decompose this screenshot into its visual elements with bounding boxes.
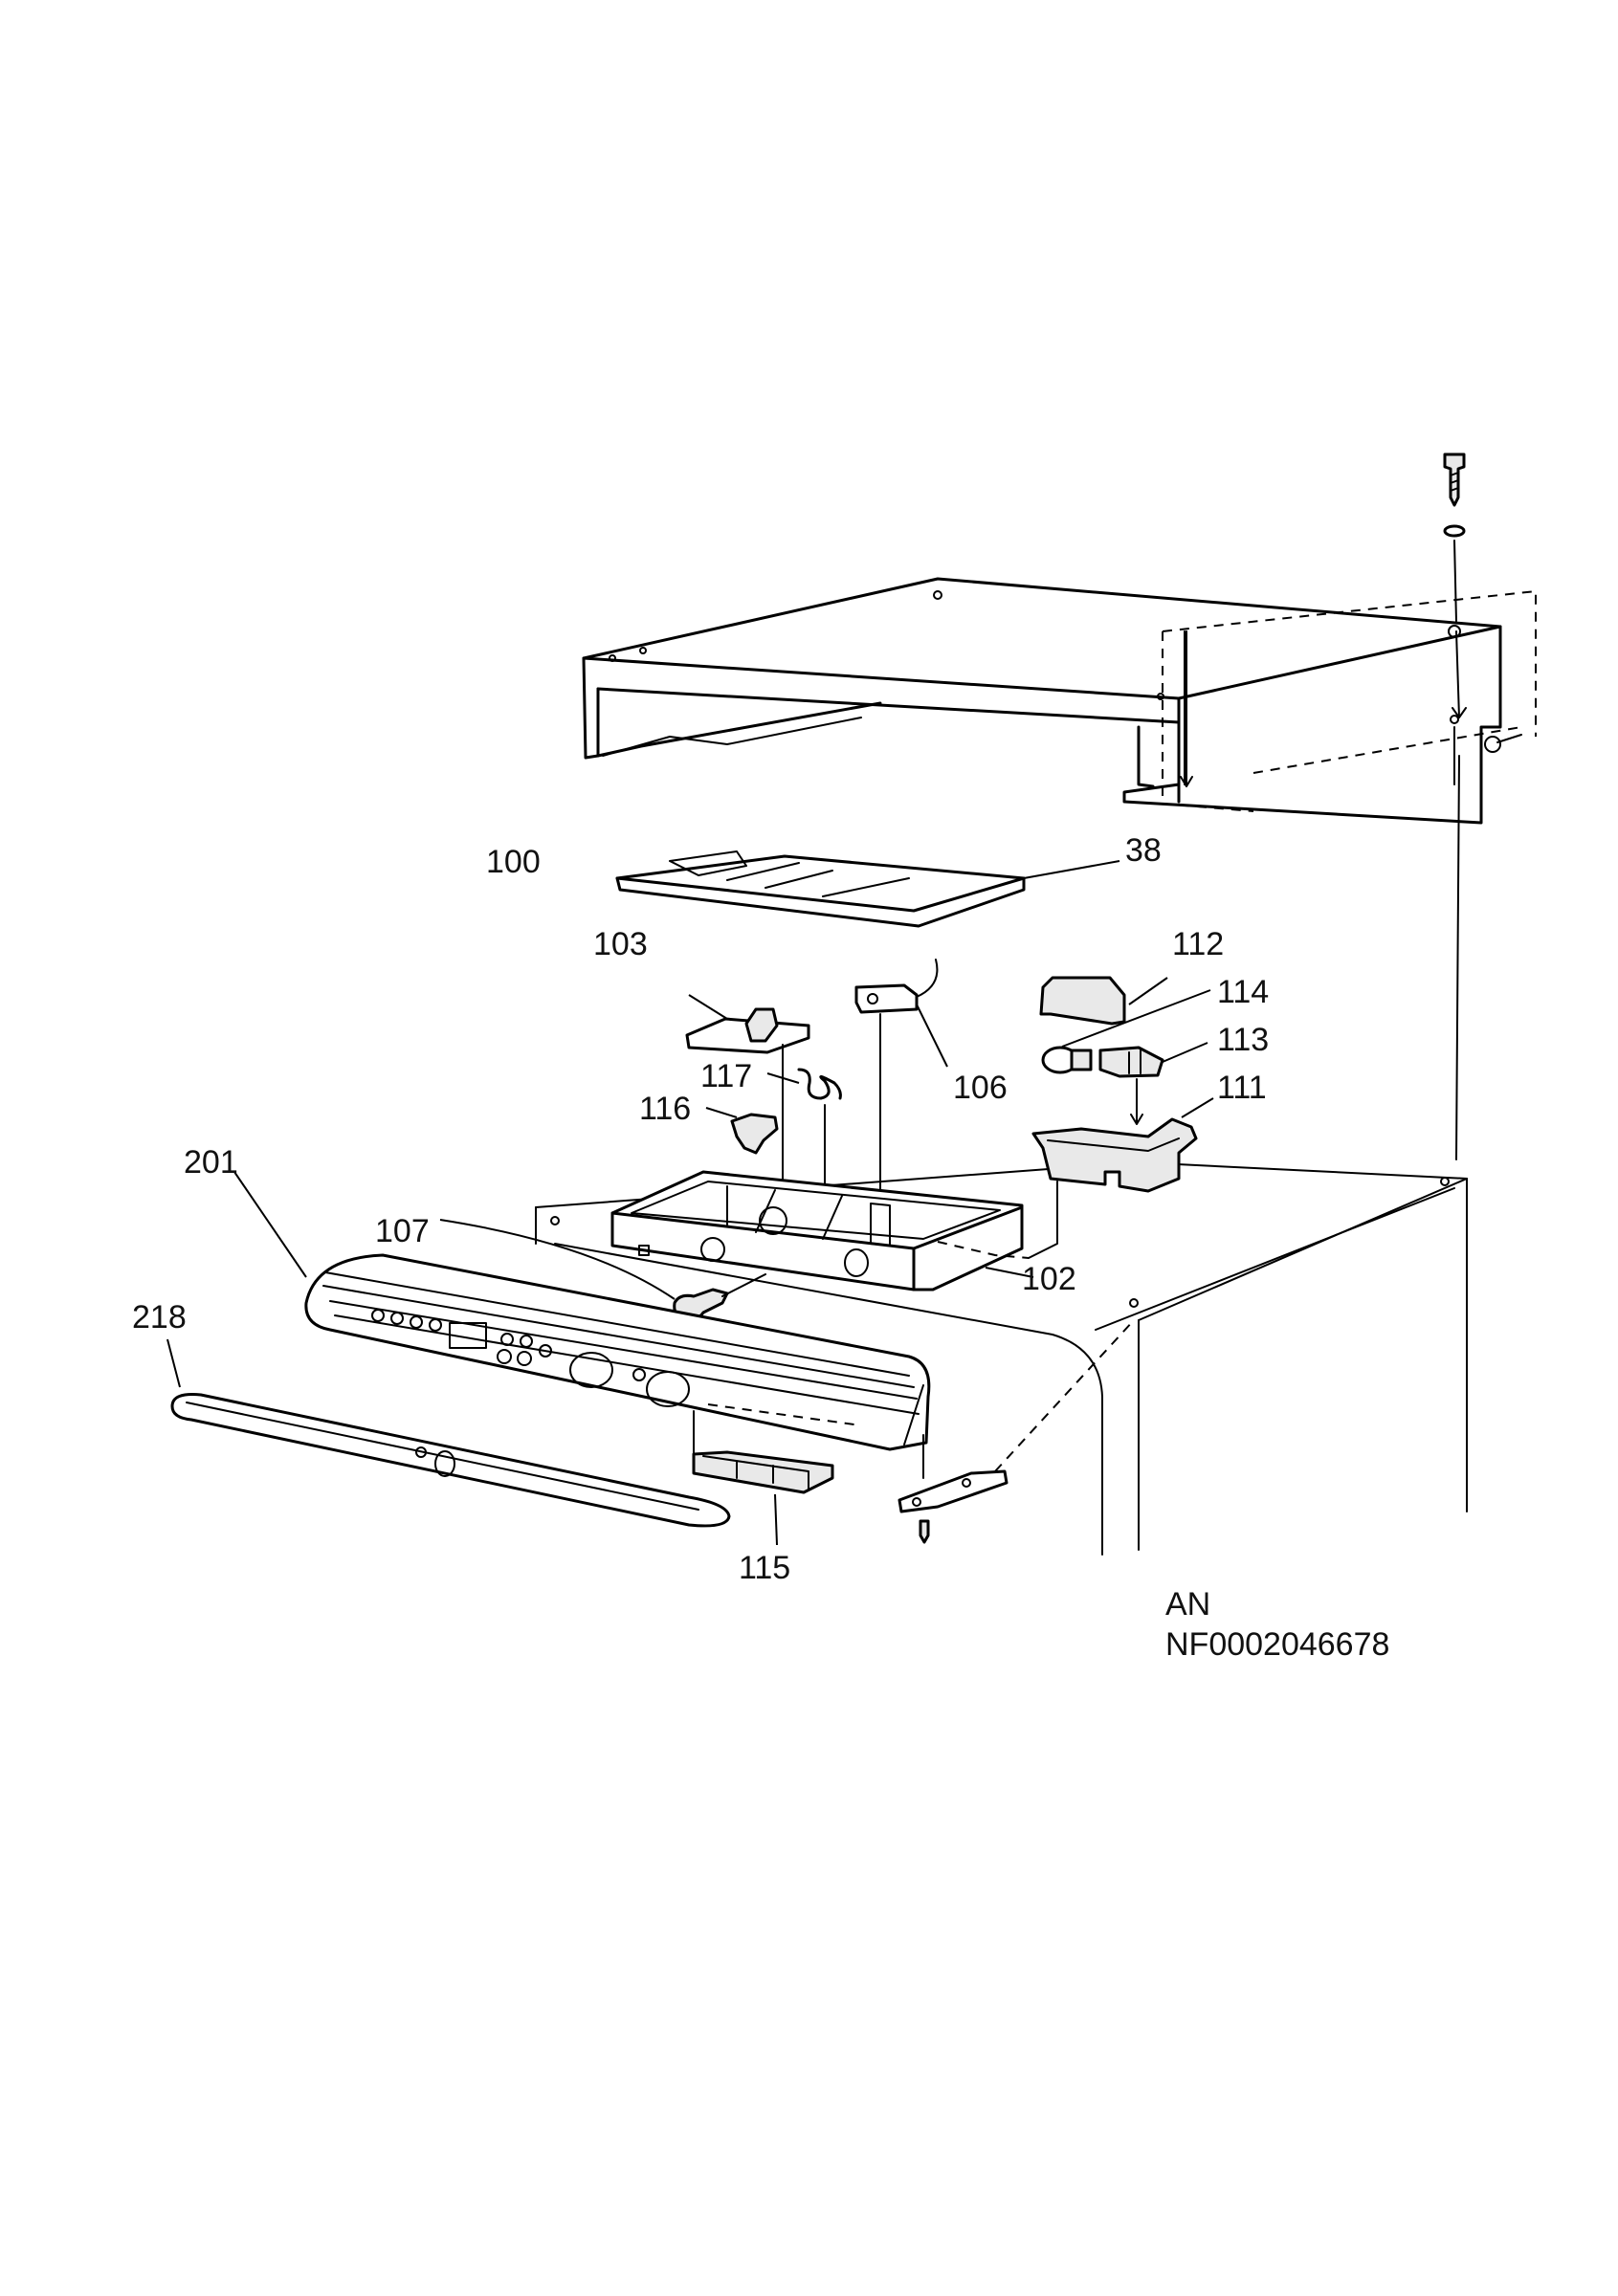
part-111-lamp-housing: [1028, 1097, 1214, 1259]
callout-107: 107: [375, 1213, 430, 1249]
part-112-lamp-hood: [1039, 976, 1168, 1026]
part-102-control-box: [610, 1170, 1034, 1292]
part-116-knob-holder: [705, 1107, 779, 1155]
callout-218: 218: [132, 1299, 187, 1336]
callout-116: 116: [639, 1091, 691, 1127]
part-218-trim-strip: [166, 1338, 731, 1528]
callout-100: 100: [486, 844, 541, 880]
part-103-bracket: [685, 994, 810, 1230]
callout-115: 115: [739, 1550, 790, 1586]
document-reference: AN NF0002046678: [1165, 1586, 1389, 1663]
mounting-bracket: [898, 1319, 1135, 1544]
part-113-lamp-holder: [1098, 1042, 1208, 1125]
callout-38: 38: [1125, 832, 1162, 869]
callout-102: 102: [1022, 1261, 1076, 1297]
top-cover-part: [582, 577, 1537, 825]
callout-111: 111: [1217, 1070, 1267, 1106]
callout-112: 112: [1172, 926, 1224, 962]
part-201-control-panel: [233, 1171, 931, 1451]
screw-fastener: [1180, 453, 1467, 1160]
footer-line-2: NF0002046678: [1165, 1626, 1389, 1663]
callout-106: 106: [953, 1070, 1008, 1106]
callout-labels: 100 38 103 112 114 113 111 106 117 116 2…: [132, 832, 1269, 1586]
callout-117: 117: [700, 1058, 752, 1094]
part-38-cover-plate: [615, 850, 1120, 928]
part-114-bulb: [1041, 989, 1211, 1074]
footer-line-1: AN: [1165, 1586, 1210, 1623]
callout-114: 114: [1217, 974, 1269, 1010]
callout-201: 201: [184, 1144, 238, 1181]
callout-103: 103: [593, 926, 648, 962]
part-115-tray: [692, 1410, 834, 1546]
callout-113: 113: [1217, 1022, 1269, 1058]
